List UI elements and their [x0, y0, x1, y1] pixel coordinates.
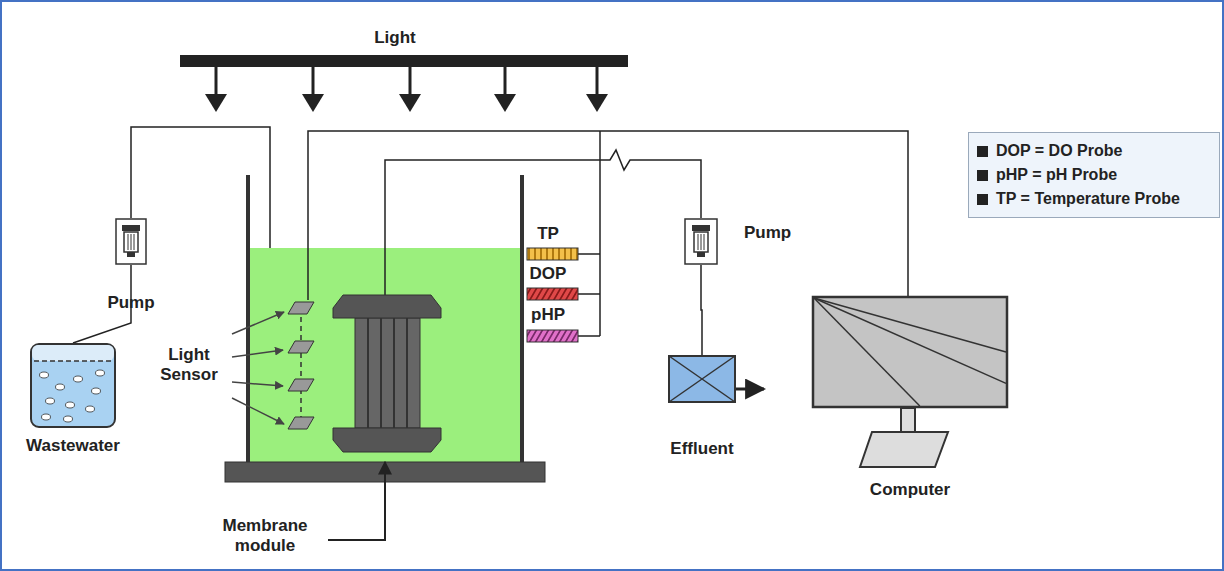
part-label: Membrane module [205, 516, 325, 557]
pump-shape [115, 218, 147, 265]
legend-swatch [977, 170, 988, 181]
effluent-shape [668, 355, 736, 403]
node-label: Effluent [670, 439, 733, 459]
pump-box: Pump [115, 218, 147, 265]
legend-text: pHP = pH Probe [996, 166, 1117, 184]
legend-text: DOP = DO Probe [996, 142, 1122, 160]
monitor-shape [812, 296, 1008, 408]
computer-monitor: Computer [812, 296, 1008, 408]
legend-swatch [977, 146, 988, 157]
probes [527, 248, 578, 342]
legend-row: TP = Temperature Probe [977, 187, 1219, 211]
wastewater-tank: Wastewater [30, 343, 116, 428]
pipe-connector [701, 265, 702, 355]
light-bar [180, 55, 628, 112]
pump-box: Pump [684, 218, 718, 265]
effluent-box: Effluent [668, 355, 736, 403]
title-label: Light [345, 28, 445, 48]
sensor-label: Light Sensor [150, 345, 228, 386]
membrane-module [328, 295, 441, 540]
node-label: Pump [107, 293, 154, 313]
legend-text: TP = Temperature Probe [996, 190, 1180, 208]
node-label: Computer [870, 480, 950, 500]
light-sensors [232, 302, 314, 429]
wires [131, 127, 908, 336]
node-label: Pump [744, 223, 791, 243]
probe-label: TP [522, 224, 574, 244]
outflow-arrow [736, 388, 764, 391]
pump-shape [684, 218, 718, 265]
tank-shape [30, 343, 116, 428]
legend-swatch [977, 194, 988, 205]
probe-label: DOP [522, 264, 574, 284]
legend-row: pHP = pH Probe [977, 163, 1219, 187]
computer-stand [860, 408, 948, 467]
node-label: Wastewater [26, 436, 120, 456]
probe-label: pHP [522, 305, 574, 325]
legend: DOP = DO Probe pHP = pH Probe TP = Tempera… [968, 132, 1220, 218]
legend-row: DOP = DO Probe [977, 139, 1219, 163]
